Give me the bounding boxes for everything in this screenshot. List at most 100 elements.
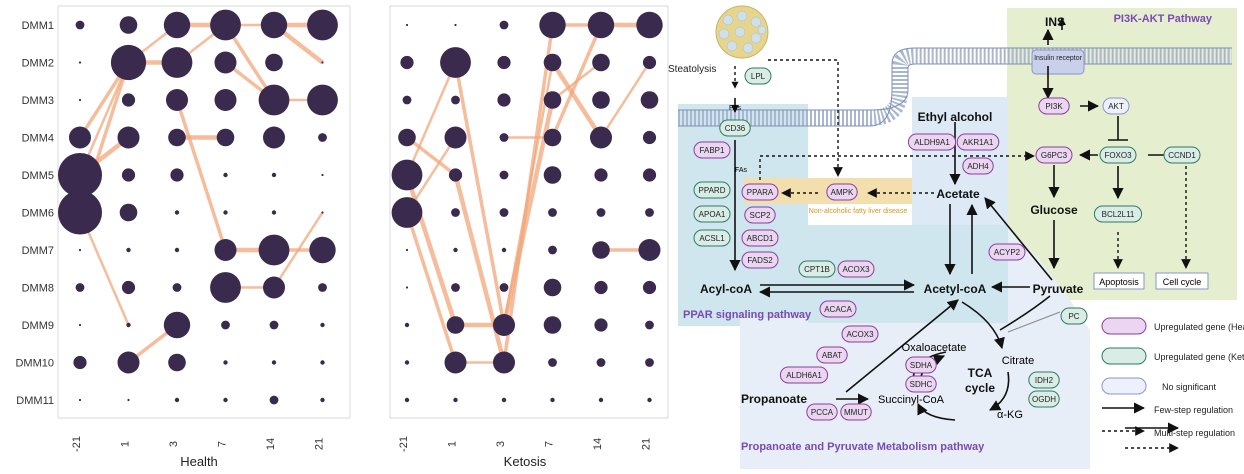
citrate-label: Citrate <box>1002 355 1034 367</box>
gene-mmut-label: MMUT <box>844 408 868 417</box>
bubble-dmm11-14 <box>598 397 604 403</box>
gene-g6pc3-label: G6PC3 <box>1041 151 1068 160</box>
bubble-dmm6-14 <box>596 208 606 217</box>
gene-abat: ABAT <box>816 346 848 364</box>
bubble-dmm3-7 <box>543 91 562 109</box>
bubble-dmm5-21 <box>321 173 324 177</box>
bubble-dmm11-21 <box>647 397 652 403</box>
row-label-dmm1: DMM1 <box>22 20 54 32</box>
x-tick-1: 1 <box>120 441 132 447</box>
bubble-dmm8-7 <box>543 278 562 297</box>
gene-aldh6a1: ALDH6A1 <box>779 366 829 384</box>
bubble-dmm8--21 <box>405 286 409 289</box>
gene-fabp1: FABP1 <box>693 141 731 159</box>
gene-acaca-label: ACACA <box>824 305 852 314</box>
bubble-dmm7-3 <box>501 247 507 253</box>
x-tick--21: -21 <box>71 436 83 452</box>
bubble-dmm10-14 <box>271 360 277 365</box>
row-label-dmm9: DMM9 <box>22 320 54 332</box>
bubble-dmm2-21 <box>642 55 657 70</box>
bubble-dmm10-21 <box>320 360 325 365</box>
transition-link <box>272 211 324 289</box>
gene-ccnd1-label: CCND1 <box>1168 151 1196 160</box>
gene-abat-pill <box>816 346 848 364</box>
gene-pc: PC <box>1060 307 1088 325</box>
gene-fads2-pill <box>741 251 779 269</box>
ethyl-alcohol-label: Ethyl alcohol <box>918 110 993 124</box>
gene-g6pc3: G6PC3 <box>1035 146 1073 164</box>
bubble-dmm1-14 <box>260 11 288 39</box>
bubble-dmm8-21 <box>318 283 327 292</box>
legend: Upregulated gene (Health) Upregulated ge… <box>1101 317 1244 438</box>
bubble-dmm7--21 <box>78 248 82 252</box>
bubble-dmm9-14 <box>269 320 279 330</box>
row-label-dmm7: DMM7 <box>22 245 54 257</box>
gene-aldh6a1-label: ALDH6A1 <box>786 371 822 380</box>
x-tick-7: 7 <box>217 441 229 447</box>
bubble-dmm7-14 <box>592 241 610 259</box>
gene-ppard: PPARD <box>693 181 731 199</box>
bubble-dmm2-14 <box>265 53 283 72</box>
x-tick--21: -21 <box>398 436 410 452</box>
health-plot-frame <box>57 5 351 419</box>
tca-label: TCA <box>968 366 993 380</box>
nafld-label: Non-alcoholic fatty liver disease <box>809 208 908 215</box>
gene-acyp2-label: ACYP2 <box>994 248 1021 257</box>
x-tick-21: 21 <box>314 438 326 450</box>
steatolysis-label: Steatolysis <box>668 64 716 75</box>
bubble-dmm11-1 <box>127 398 130 402</box>
bubble-dmm4-1 <box>117 126 140 149</box>
bubble-dmm7-7 <box>548 245 557 255</box>
bubble-dmm9--21 <box>404 322 410 328</box>
bubble-dmm2-7 <box>543 53 562 72</box>
acetate-label: Acetate <box>936 187 980 201</box>
gene-foxo3-pill <box>1099 146 1137 164</box>
bubble-dmm8-21 <box>642 280 657 295</box>
gene-acox3-pill <box>837 260 875 278</box>
bubble-dmm2--21 <box>400 55 414 70</box>
bubble-dmm7-21 <box>309 236 336 264</box>
transition-link <box>599 61 651 139</box>
gene-ppard-pill <box>693 181 731 199</box>
legend-few-step: Few-step regulation <box>1154 405 1233 415</box>
gene-ampk: AMPK <box>826 183 858 201</box>
gene-cd36: CD36 <box>719 119 751 137</box>
gene-foxo3-label: FOXO3 <box>1104 151 1132 160</box>
gene-ppard-label: PPARD <box>699 186 726 195</box>
bubble-dmm6-14 <box>271 210 277 215</box>
gene-pcca: PCCA <box>806 403 838 421</box>
gene-pcca-label: PCCA <box>811 408 834 417</box>
bubble-dmm5-1 <box>448 168 463 182</box>
bubble-dmm11-3 <box>501 397 507 403</box>
bubble-dmm9-3 <box>163 311 191 339</box>
bubble-dmm2-3 <box>161 47 193 78</box>
gene-idh2-label: IDH2 <box>1035 376 1054 385</box>
gene-mmut: MMUT <box>840 403 872 421</box>
bubble-dmm11-1 <box>453 397 458 403</box>
gene-ppara-label: PPARA <box>747 188 774 197</box>
gene-ppara: PPARA <box>741 183 779 201</box>
transition-link <box>175 99 228 251</box>
bubble-dmm10-7 <box>223 360 228 365</box>
bubble-dmm7-1 <box>126 247 131 253</box>
bubble-dmm10--21 <box>404 360 410 365</box>
transition-link <box>405 211 458 364</box>
bubble-dmm10-3 <box>168 353 186 372</box>
gene-sdhc-label: SDHC <box>910 380 933 389</box>
bubble-dmm4-14 <box>263 126 285 149</box>
bubble-dmm5--21 <box>391 159 423 191</box>
bubble-dmm2--21 <box>78 61 82 64</box>
bubble-dmm4-3 <box>168 128 186 147</box>
bubble-dmm1-14 <box>587 11 615 39</box>
gene-pc-pill <box>1060 307 1088 325</box>
x-tick-7: 7 <box>544 441 556 447</box>
insulin-receptor-label: Insulin receptor <box>1034 55 1083 62</box>
gene-ppara-pill <box>741 183 779 201</box>
bubble-dmm2-14 <box>592 53 610 72</box>
bubble-dmm3-1 <box>451 95 460 105</box>
bubble-dmm9-21 <box>645 320 654 330</box>
gene-foxo3: FOXO3 <box>1099 146 1137 164</box>
gene-akt-label: AKT <box>1108 102 1124 111</box>
bubble-dmm11-14 <box>269 395 279 405</box>
bubble-dmm1-7 <box>210 9 241 41</box>
